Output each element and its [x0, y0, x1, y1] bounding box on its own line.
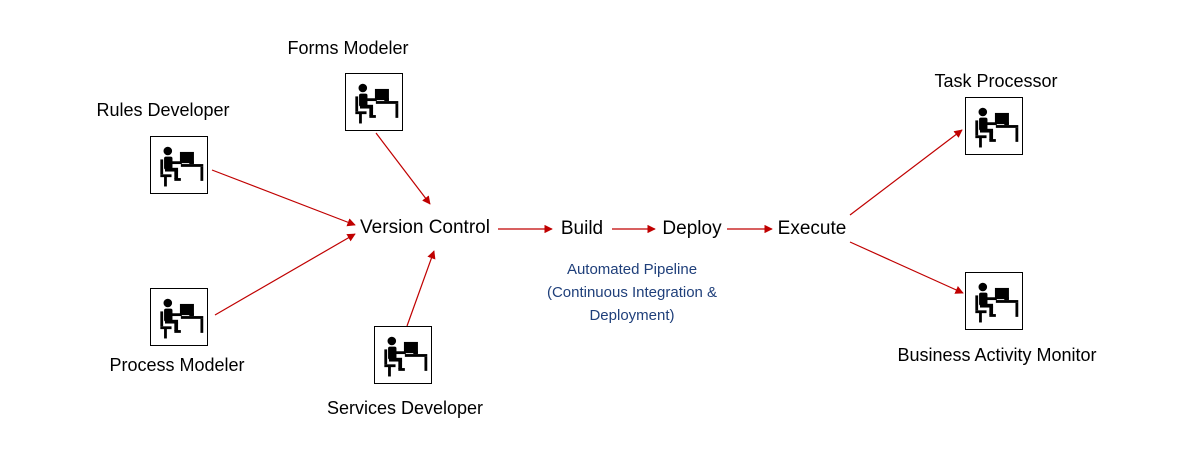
pipeline-caption-line-3: Deployment) — [589, 307, 675, 324]
forms-modeler-icon — [345, 73, 403, 131]
arrow-execute-to-task-processor — [849, 129, 963, 216]
business-activity-monitor-icon — [965, 272, 1023, 330]
version-control-node: Version Control — [360, 217, 490, 238]
rules-developer-icon — [150, 136, 208, 194]
pipeline-caption: Automated Pipeline (Continuous Integrati… — [547, 258, 717, 327]
arrow-process-to-version-control — [214, 233, 356, 316]
process-modeler-icon — [150, 288, 208, 346]
build-node: Build — [560, 218, 604, 239]
services-developer-icon — [374, 326, 432, 384]
arrow-rules-to-version-control — [211, 169, 356, 227]
arrow-services-to-version-control — [406, 250, 436, 327]
deploy-node: Deploy — [662, 218, 722, 239]
pipeline-caption-line-1: Automated Pipeline — [566, 261, 698, 278]
arrow-forms-to-version-control — [375, 132, 431, 205]
rules-developer-label: Rules Developer — [96, 100, 230, 120]
pipeline-caption-line-2: (Continuous Integration & — [546, 284, 718, 301]
task-processor-icon — [965, 97, 1023, 155]
process-modeler-label: Process Modeler — [109, 355, 245, 375]
execute-node: Execute — [777, 218, 847, 239]
business-activity-monitor-label: Business Activity Monitor — [897, 345, 1097, 365]
task-processor-label: Task Processor — [934, 71, 1058, 91]
forms-modeler-label: Forms Modeler — [287, 38, 409, 58]
arrow-execute-to-activity-monitor — [849, 241, 964, 294]
services-developer-label: Services Developer — [326, 398, 484, 418]
